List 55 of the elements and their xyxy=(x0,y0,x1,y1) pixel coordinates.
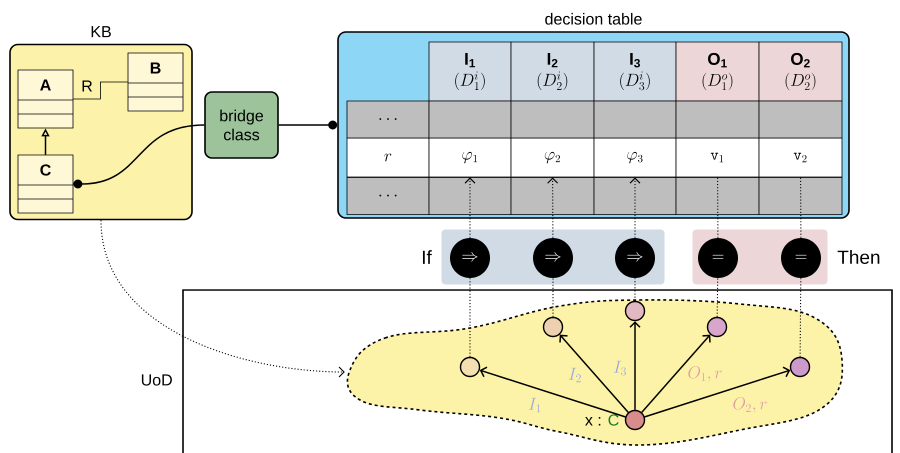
instance-circle xyxy=(706,316,728,338)
connector xyxy=(73,82,128,100)
instance-circle xyxy=(790,356,810,378)
table-cell: $\cdots$ xyxy=(346,177,430,215)
connector xyxy=(716,278,718,317)
column-header: $\mathbf{O_1}$ $(D^o_1)$ xyxy=(676,42,760,102)
column-header: $\mathbf{I_2}$ $(D^i_2)$ xyxy=(510,42,594,102)
node-label: KB xyxy=(92,26,111,38)
class-box: B xyxy=(128,52,184,112)
edge-label: $I_3$ xyxy=(612,360,628,376)
connector xyxy=(552,278,554,317)
column-header: $\mathbf{O_2}$ $(D^o_2)$ xyxy=(758,42,842,102)
class-box: bridge class xyxy=(204,91,279,159)
arrow xyxy=(100,220,345,378)
arrow xyxy=(630,177,640,238)
table-cell: $\varphi_1$ xyxy=(428,138,512,178)
instance-circle xyxy=(624,300,646,322)
domain-region xyxy=(346,299,844,446)
table-cell: $r$ xyxy=(346,138,430,178)
connector xyxy=(469,278,471,357)
table-cell: $\varphi_2$ xyxy=(510,138,594,178)
edge-label: R xyxy=(80,80,94,92)
edge-label: $O_2, r$ xyxy=(732,396,768,414)
arrow xyxy=(73,124,204,188)
arrow xyxy=(278,120,338,130)
arrow xyxy=(464,177,476,238)
arrow xyxy=(644,366,790,418)
arrow xyxy=(480,366,626,418)
instance-circle xyxy=(460,356,480,378)
node-label: If xyxy=(422,250,432,264)
class-box: C xyxy=(18,154,74,214)
table-cell: $\mathtt{v}_2$ xyxy=(758,138,842,178)
node-label: Then xyxy=(838,250,880,264)
connector xyxy=(800,177,802,238)
arrow xyxy=(547,177,558,238)
table-cell: $\varphi_3$ xyxy=(594,138,676,178)
connector xyxy=(800,278,802,357)
edge-label: $I_1$ xyxy=(527,396,543,414)
connector xyxy=(634,278,636,301)
arrow xyxy=(629,321,641,410)
edge-label: $I_2$ xyxy=(567,366,583,384)
arrow xyxy=(641,334,711,413)
edge-label: $O_1, r$ xyxy=(686,365,724,383)
node-label: decision table xyxy=(545,12,642,25)
table-cell: $\mathtt{v}_1$ xyxy=(676,138,760,178)
column-header: $\mathbf{I_1}$ $(D^i_1)$ xyxy=(428,42,512,102)
connector xyxy=(717,177,718,238)
instance-circle xyxy=(624,410,646,430)
column-header: $\mathbf{I_3}$ $(D^i_3)$ xyxy=(594,42,676,102)
instance-circle xyxy=(542,316,564,338)
class-box: A xyxy=(18,70,74,128)
node-label: UoD xyxy=(142,374,172,386)
arrow xyxy=(559,334,629,413)
table-cell: $\cdots$ xyxy=(346,100,430,138)
instance-label: x : C xyxy=(585,414,619,426)
